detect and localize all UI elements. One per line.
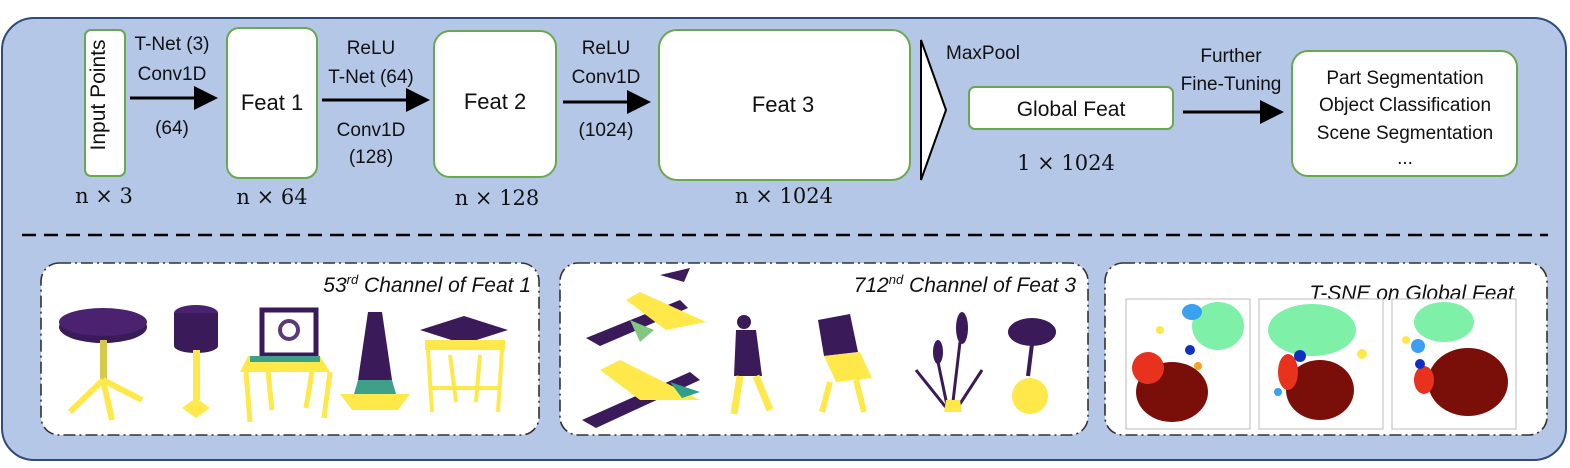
task-ellipsis: ... xyxy=(1397,148,1413,169)
table2-pointcloud-image xyxy=(420,316,508,413)
airplane2-pointcloud-image xyxy=(582,360,700,428)
arrow2-label-line2: T-Net (64) xyxy=(328,67,414,88)
tsne-plot-3 xyxy=(1391,298,1517,430)
feat3-box xyxy=(658,29,911,181)
airplane1-pointcloud-image xyxy=(586,268,706,346)
feat3-label: Feat 3 xyxy=(752,92,814,117)
maxpool-triangle-icon xyxy=(920,39,948,181)
panel1-caption: 53rd Channel of Feat 1 xyxy=(323,272,531,297)
arrow2-label-line1: ReLU xyxy=(347,38,396,59)
feat2-label: Feat 2 xyxy=(464,89,526,114)
input-points-box xyxy=(84,29,126,177)
arrow3-bottom-label: (1024) xyxy=(579,120,634,141)
stool-pointcloud-image xyxy=(174,305,218,418)
arrow2-bottom-line1: Conv1D xyxy=(337,120,406,141)
global-feat-dim: 1 × 1024 xyxy=(1017,151,1115,175)
global-feat-box xyxy=(968,86,1174,130)
chair-pointcloud-image xyxy=(240,307,333,423)
arrow1-label-line2: Conv1D xyxy=(138,64,207,85)
feat3-dim: n × 1024 xyxy=(735,184,833,208)
plant-pointcloud-image xyxy=(914,312,984,412)
task-object-classification: Object Classification xyxy=(1319,95,1491,116)
tsne-plot-2 xyxy=(1258,298,1384,430)
feat1-dim: n × 64 xyxy=(236,185,307,209)
feat2-dim: n × 128 xyxy=(455,186,540,210)
table-pointcloud-image xyxy=(59,308,147,421)
panel-feat1-channel xyxy=(40,262,540,436)
input-points-label: Input Points xyxy=(87,40,110,151)
task-part-segmentation: Part Segmentation xyxy=(1326,68,1483,89)
task-scene-segmentation: Scene Segmentation xyxy=(1317,123,1493,144)
lamp-pointcloud-image xyxy=(340,312,410,410)
panel2-caption: 712nd Channel of Feat 3 xyxy=(854,272,1077,297)
global-feat-label: Global Feat xyxy=(1017,98,1126,121)
tasks-box xyxy=(1291,50,1518,177)
person-pointcloud-image xyxy=(730,315,774,415)
person2-pointcloud-image xyxy=(818,314,872,413)
tsne-plot-1 xyxy=(1125,298,1251,430)
arrow3-label-line2: Conv1D xyxy=(572,67,641,88)
input-dim: n × 3 xyxy=(75,184,133,208)
feat2-box xyxy=(433,30,557,178)
vase-pointcloud-image xyxy=(1008,318,1056,414)
arrow1-label-line1: T-Net (3) xyxy=(135,34,210,55)
maxpool-label: MaxPool xyxy=(946,43,1020,64)
arrow2-bottom-line2: (128) xyxy=(349,147,393,168)
feat1-label: Feat 1 xyxy=(241,90,303,115)
arrow1-bottom-label: (64) xyxy=(155,118,189,139)
arrow4-label-line2: Fine-Tuning xyxy=(1181,74,1282,95)
arrow4-label-line1: Further xyxy=(1200,46,1262,67)
feat1-box xyxy=(226,27,318,179)
arrow3-label-line1: ReLU xyxy=(582,38,631,59)
